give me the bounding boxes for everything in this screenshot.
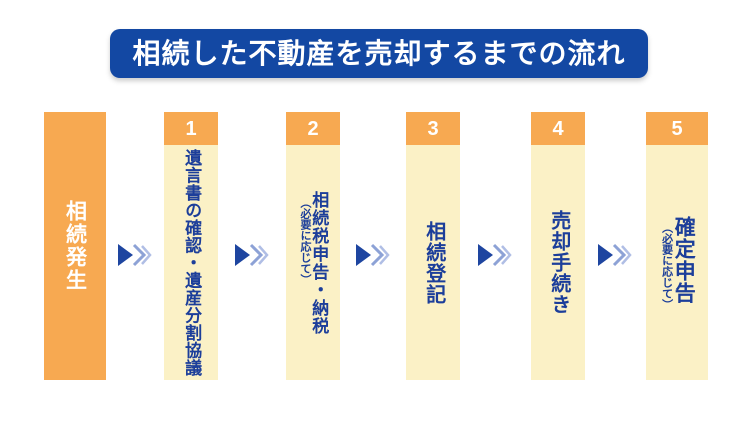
step-2-label: 相続税申告・納税 bbox=[309, 190, 329, 335]
flow-step-2: 2 相続税申告・納税 （必要に応じて） bbox=[286, 112, 340, 380]
step-2-number-badge: 2 bbox=[286, 112, 340, 145]
step-4-number: 4 bbox=[552, 117, 564, 140]
step-5-number-badge: 5 bbox=[646, 112, 708, 145]
step-3-number-badge: 3 bbox=[406, 112, 460, 145]
step-4-label: 売却手続き bbox=[547, 210, 570, 315]
step-1-number: 1 bbox=[185, 117, 197, 140]
flow-start-label: 相続発生 bbox=[63, 200, 87, 292]
step-1-label: 遺言書の確認・遺産分割協議 bbox=[182, 148, 202, 377]
triple-chevron-right-icon bbox=[356, 243, 390, 267]
step-1-label-wrap: 遺言書の確認・遺産分割協議 bbox=[182, 148, 202, 377]
flow-step-3: 3 相続登記 bbox=[406, 112, 460, 380]
triple-chevron-right-icon bbox=[478, 243, 512, 267]
step-1-body: 遺言書の確認・遺産分割協議 bbox=[164, 145, 218, 380]
step-2-number: 2 bbox=[307, 117, 319, 140]
flow-start-column: 相続発生 bbox=[44, 112, 106, 380]
flow-step-5: 5 確定申告 （必要に応じて） bbox=[646, 112, 708, 380]
flow-step-1: 1 遺言書の確認・遺産分割協議 bbox=[164, 112, 218, 380]
step-4-body: 売却手続き bbox=[531, 145, 585, 380]
step-3-number: 3 bbox=[427, 117, 439, 140]
step-4-label-wrap: 売却手続き bbox=[547, 210, 570, 315]
step-3-body: 相続登記 bbox=[406, 145, 460, 380]
triple-chevron-right-icon bbox=[235, 243, 269, 267]
step-5-note: （必要に応じて） bbox=[660, 221, 673, 310]
step-5-label-wrap: 確定申告 （必要に応じて） bbox=[660, 215, 696, 310]
triple-chevron-right-icon bbox=[598, 243, 632, 267]
flow-step-4: 4 売却手続き bbox=[531, 112, 585, 380]
step-5-body: 確定申告 （必要に応じて） bbox=[646, 145, 708, 380]
step-3-label-wrap: 相続登記 bbox=[422, 220, 445, 305]
step-5-number: 5 bbox=[671, 117, 683, 140]
page-title: 相続した不動産を売却するまでの流れ bbox=[110, 29, 648, 78]
step-3-label: 相続登記 bbox=[422, 220, 445, 305]
page-title-text: 相続した不動産を売却するまでの流れ bbox=[132, 37, 626, 69]
triple-chevron-right-icon bbox=[118, 243, 152, 267]
step-2-note: （必要に応じて） bbox=[298, 196, 311, 285]
step-2-body: 相続税申告・納税 （必要に応じて） bbox=[286, 145, 340, 380]
step-4-number-badge: 4 bbox=[531, 112, 585, 145]
step-5-label: 確定申告 bbox=[672, 215, 696, 304]
step-2-label-wrap: 相続税申告・納税 （必要に応じて） bbox=[299, 191, 328, 335]
step-1-number-badge: 1 bbox=[164, 112, 218, 145]
